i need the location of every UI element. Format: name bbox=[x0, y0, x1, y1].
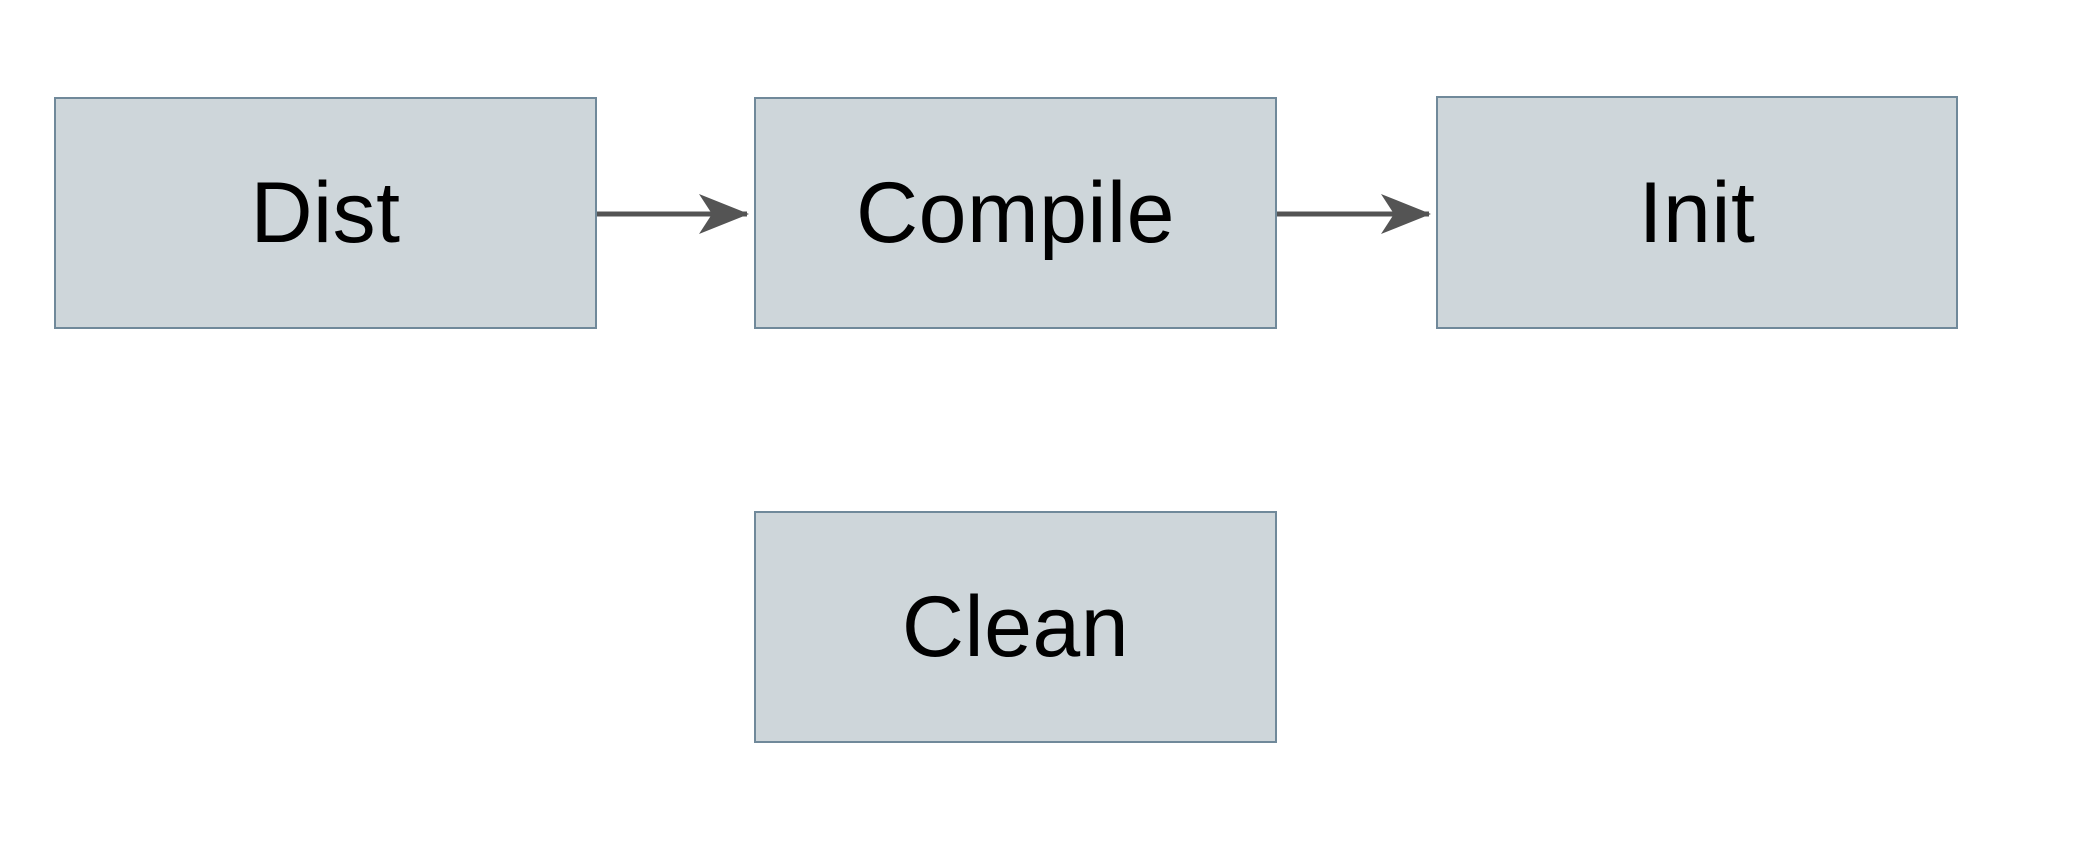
node-compile[interactable]: Compile bbox=[754, 97, 1277, 329]
node-init[interactable]: Init bbox=[1436, 96, 1958, 329]
node-clean[interactable]: Clean bbox=[754, 511, 1277, 743]
node-dist-label: Dist bbox=[250, 165, 401, 261]
node-clean-label: Clean bbox=[901, 579, 1130, 675]
node-init-label: Init bbox=[1638, 164, 1756, 261]
node-compile-label: Compile bbox=[856, 165, 1175, 261]
node-dist[interactable]: Dist bbox=[54, 97, 597, 329]
edge-compile-to-init-hitarea[interactable] bbox=[1277, 192, 1436, 236]
edge-dist-to-compile-hitarea[interactable] bbox=[597, 192, 754, 236]
